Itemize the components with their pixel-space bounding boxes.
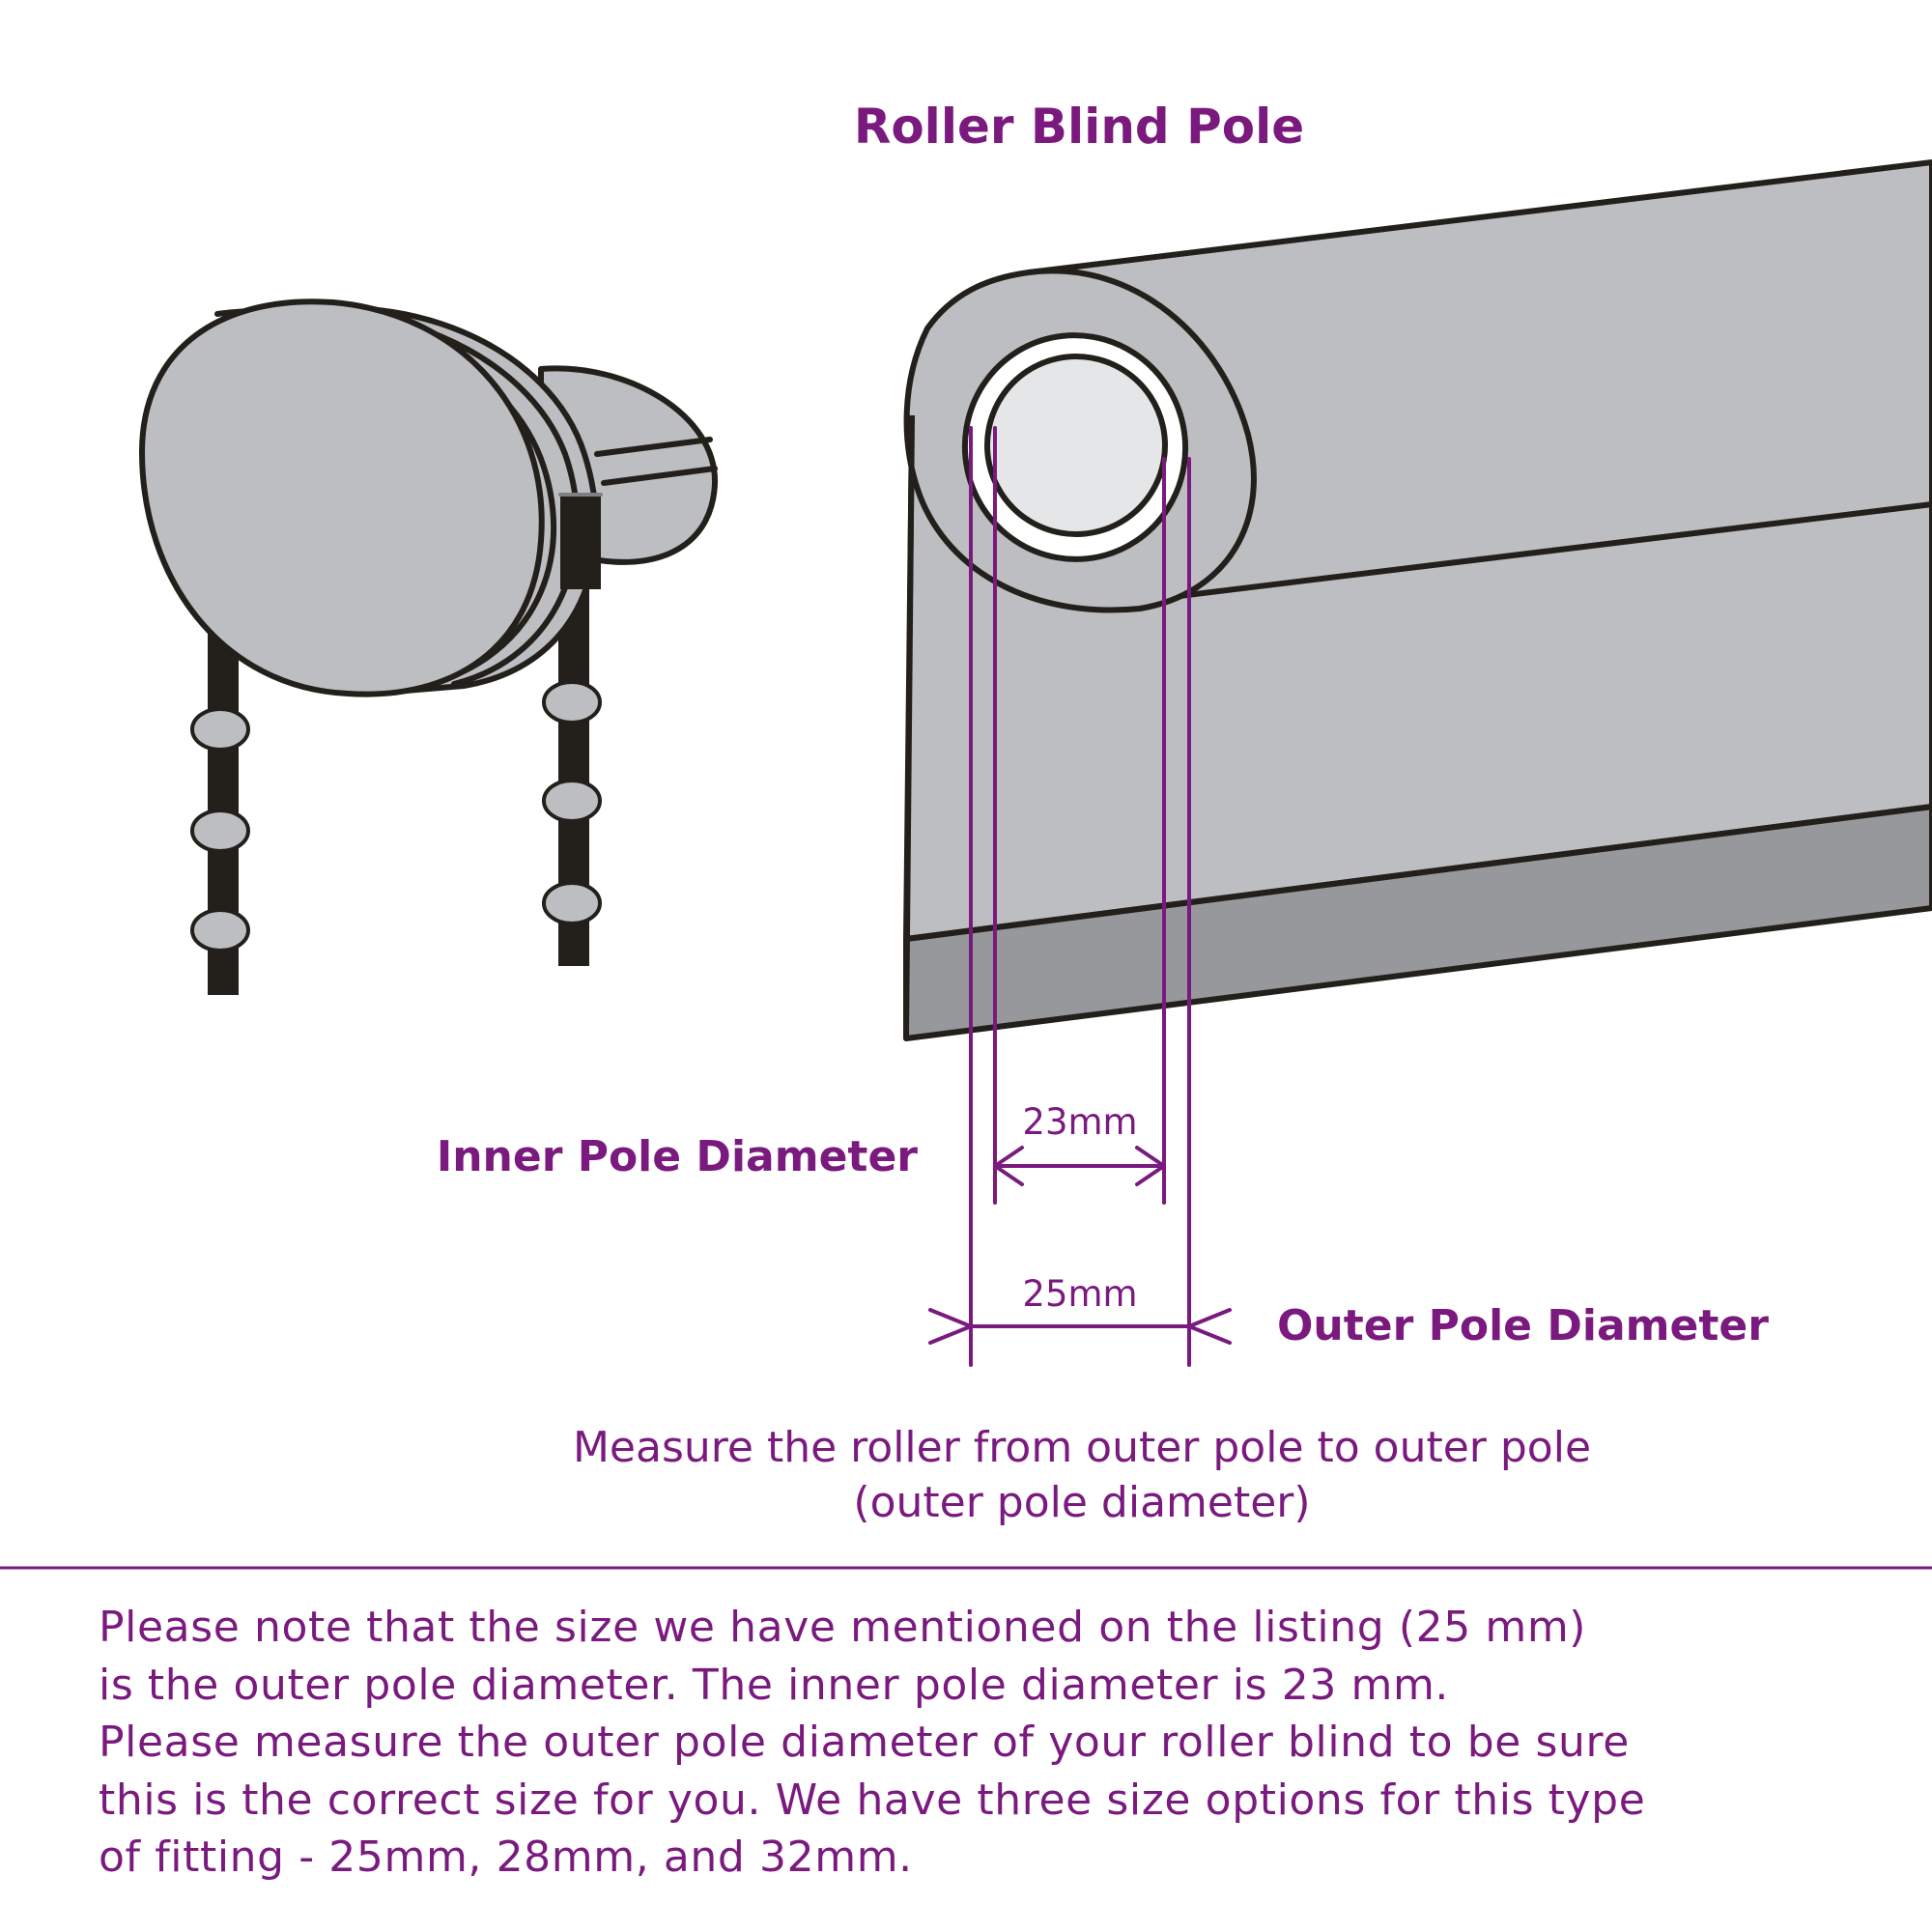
inner-value-label: 23mm xyxy=(1022,1101,1137,1143)
note-line: this is the correct size for you. We hav… xyxy=(99,1775,1646,1825)
pole-inner-cap xyxy=(984,354,1168,537)
chain-bead xyxy=(190,908,250,952)
blind-bracket-illustration xyxy=(138,298,719,995)
chain-bead xyxy=(542,881,602,925)
measurement-guides xyxy=(928,426,1232,1367)
chain-bead xyxy=(542,680,602,724)
instruction-line-1: Measure the roller from outer pole to ou… xyxy=(573,1423,1591,1472)
chain-bead xyxy=(190,809,250,853)
bracket-cap-face xyxy=(138,298,545,697)
diagram-title: Roller Blind Pole xyxy=(854,99,1304,155)
note-line: is the outer pole diameter. The inner po… xyxy=(99,1660,1450,1710)
inner-pole-label: Inner Pole Diameter xyxy=(437,1132,918,1181)
roller-pole-illustration xyxy=(903,159,1932,1041)
outer-arrow-left xyxy=(928,1308,973,1345)
outer-arrow-right xyxy=(1187,1308,1232,1345)
listing-note: Please note that the size we have mentio… xyxy=(99,1599,1837,1887)
outer-value-label: 25mm xyxy=(1022,1273,1137,1315)
note-line: of fitting - 25mm, 28mm, and 32mm. xyxy=(99,1833,913,1882)
outer-pole-label: Outer Pole Diameter xyxy=(1277,1301,1769,1350)
chain-bead xyxy=(542,779,602,823)
bracket-clip xyxy=(560,495,601,589)
instruction-line-2: (outer pole diameter) xyxy=(853,1478,1310,1527)
note-line: Please measure the outer pole diameter o… xyxy=(99,1718,1630,1767)
note-line: Please note that the size we have mentio… xyxy=(99,1603,1587,1652)
chain-bead xyxy=(190,707,250,752)
